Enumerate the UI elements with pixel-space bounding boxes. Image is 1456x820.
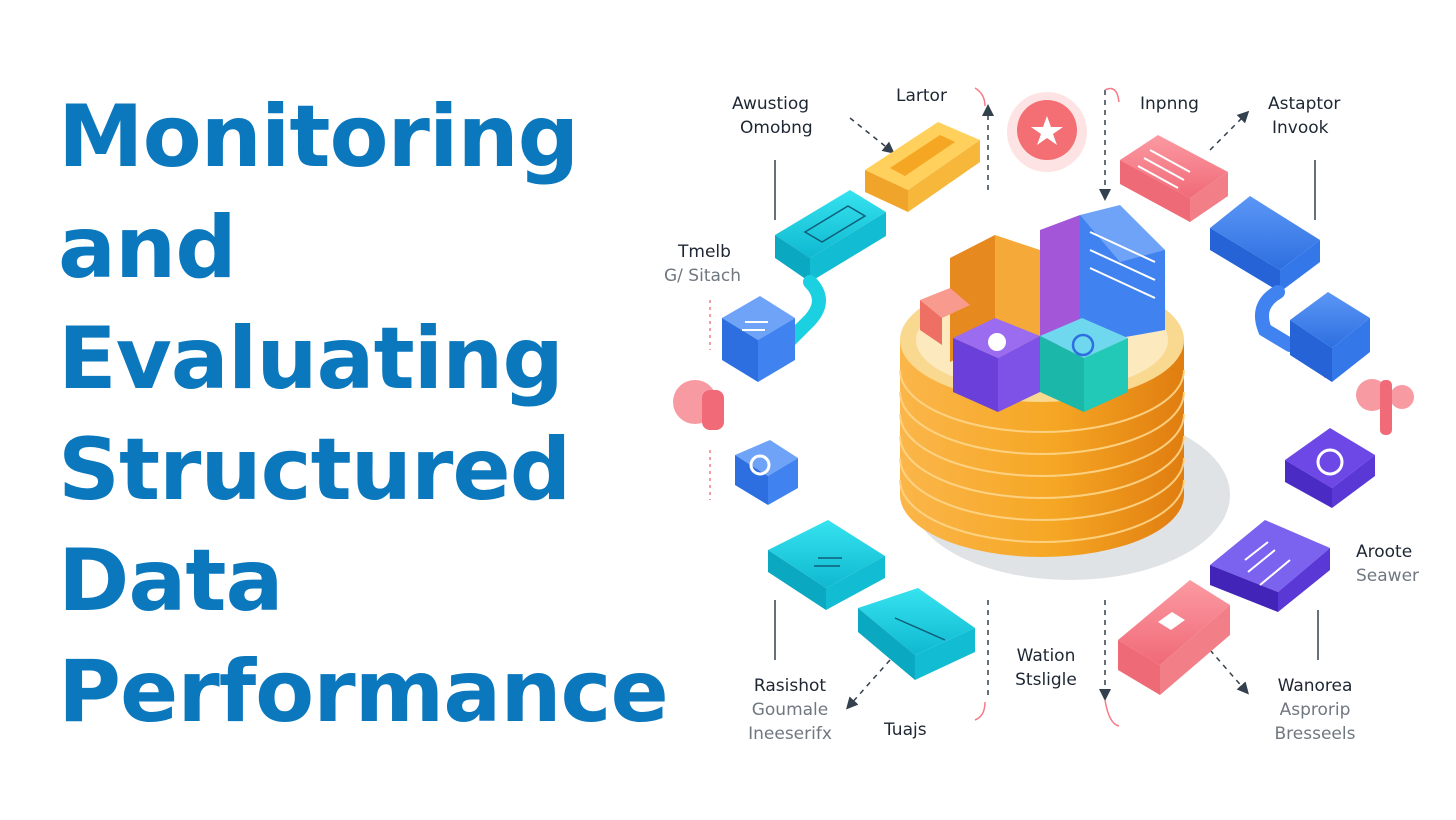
label-mid-left: Tmelb G/ Sitach — [664, 242, 742, 286]
title-line-6: Performance — [58, 642, 669, 742]
tile-icon-blue-left — [722, 296, 795, 382]
database-cylinder-icon — [899, 205, 1230, 580]
tile-icon-cyan-1 — [775, 190, 886, 282]
tile-icon-yellow — [865, 122, 980, 212]
label-top-right-1: Inpnng — [1140, 94, 1199, 114]
label-top-right-2: Astaptor Invook — [1268, 94, 1341, 138]
label-top-left: Awustiog Omobng — [732, 94, 813, 138]
title-line-2: and — [58, 198, 237, 298]
tile-icon-cyan-3 — [858, 588, 975, 680]
gear-icon-right — [1285, 428, 1375, 508]
label-bottom-center-2: Wation Stsligle — [1015, 646, 1077, 690]
connector-lines — [709, 87, 1326, 727]
magnifier-icon-left — [673, 380, 724, 430]
diagram-artwork — [673, 87, 1414, 727]
star-badge-icon — [1007, 92, 1087, 172]
title-line-5: Data — [58, 531, 284, 631]
tile-icon-cyan-2 — [768, 520, 885, 610]
tile-icon-purple — [1210, 520, 1330, 612]
gear-icon-left — [735, 440, 798, 505]
tile-icon-blue-right-1 — [1210, 196, 1320, 292]
tile-icon-blue-right-2 — [1290, 292, 1370, 382]
label-top-center: Lartor — [896, 86, 947, 106]
page-title: Monitoring and Evaluating Structured Dat… — [58, 82, 718, 748]
tile-icon-pink-top — [1120, 135, 1228, 222]
tile-connector-right — [1255, 285, 1297, 352]
title-line-3: Evaluating — [58, 309, 564, 409]
tile-connector-left — [783, 275, 826, 347]
tile-icon-pink-bottom — [1118, 580, 1230, 695]
label-bottom-left: Rasishot Goumale Ineeserifx — [748, 676, 832, 744]
label-bottom-center-1: Tuajs — [884, 720, 927, 740]
title-line-1: Monitoring — [58, 87, 579, 187]
label-mid-right: Aroote Seawer — [1356, 542, 1420, 586]
label-bottom-right: Wanorea Asprorip Bresseels — [1274, 676, 1356, 744]
isometric-diagram: Awustiog Omobng Lartor Inpnng Astaptor I… — [650, 0, 1456, 816]
title-line-4: Structured — [58, 420, 571, 520]
magnifier-icon-right — [1356, 379, 1414, 435]
